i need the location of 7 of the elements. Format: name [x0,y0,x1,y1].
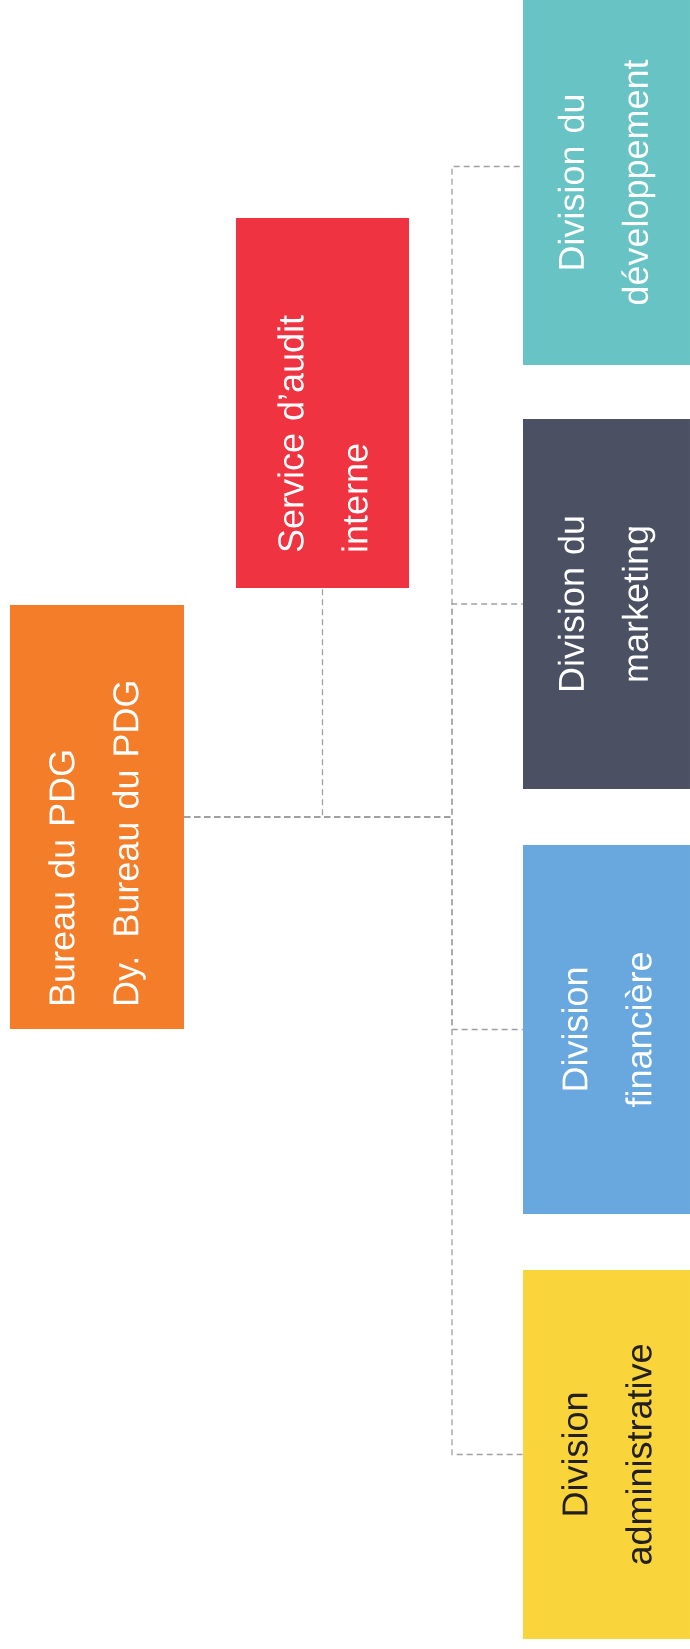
org-box: Division du marketing [523,419,690,789]
org-box: Division du développement [523,0,690,365]
org-box: Division administrative [523,1270,690,1639]
org-box: Bureau du PDG Dy. Bureau du PDG [10,605,184,1029]
org-box: Division financière [523,845,690,1214]
org-box: Service d’audit interne [236,218,409,588]
connector-line [183,816,524,1456]
